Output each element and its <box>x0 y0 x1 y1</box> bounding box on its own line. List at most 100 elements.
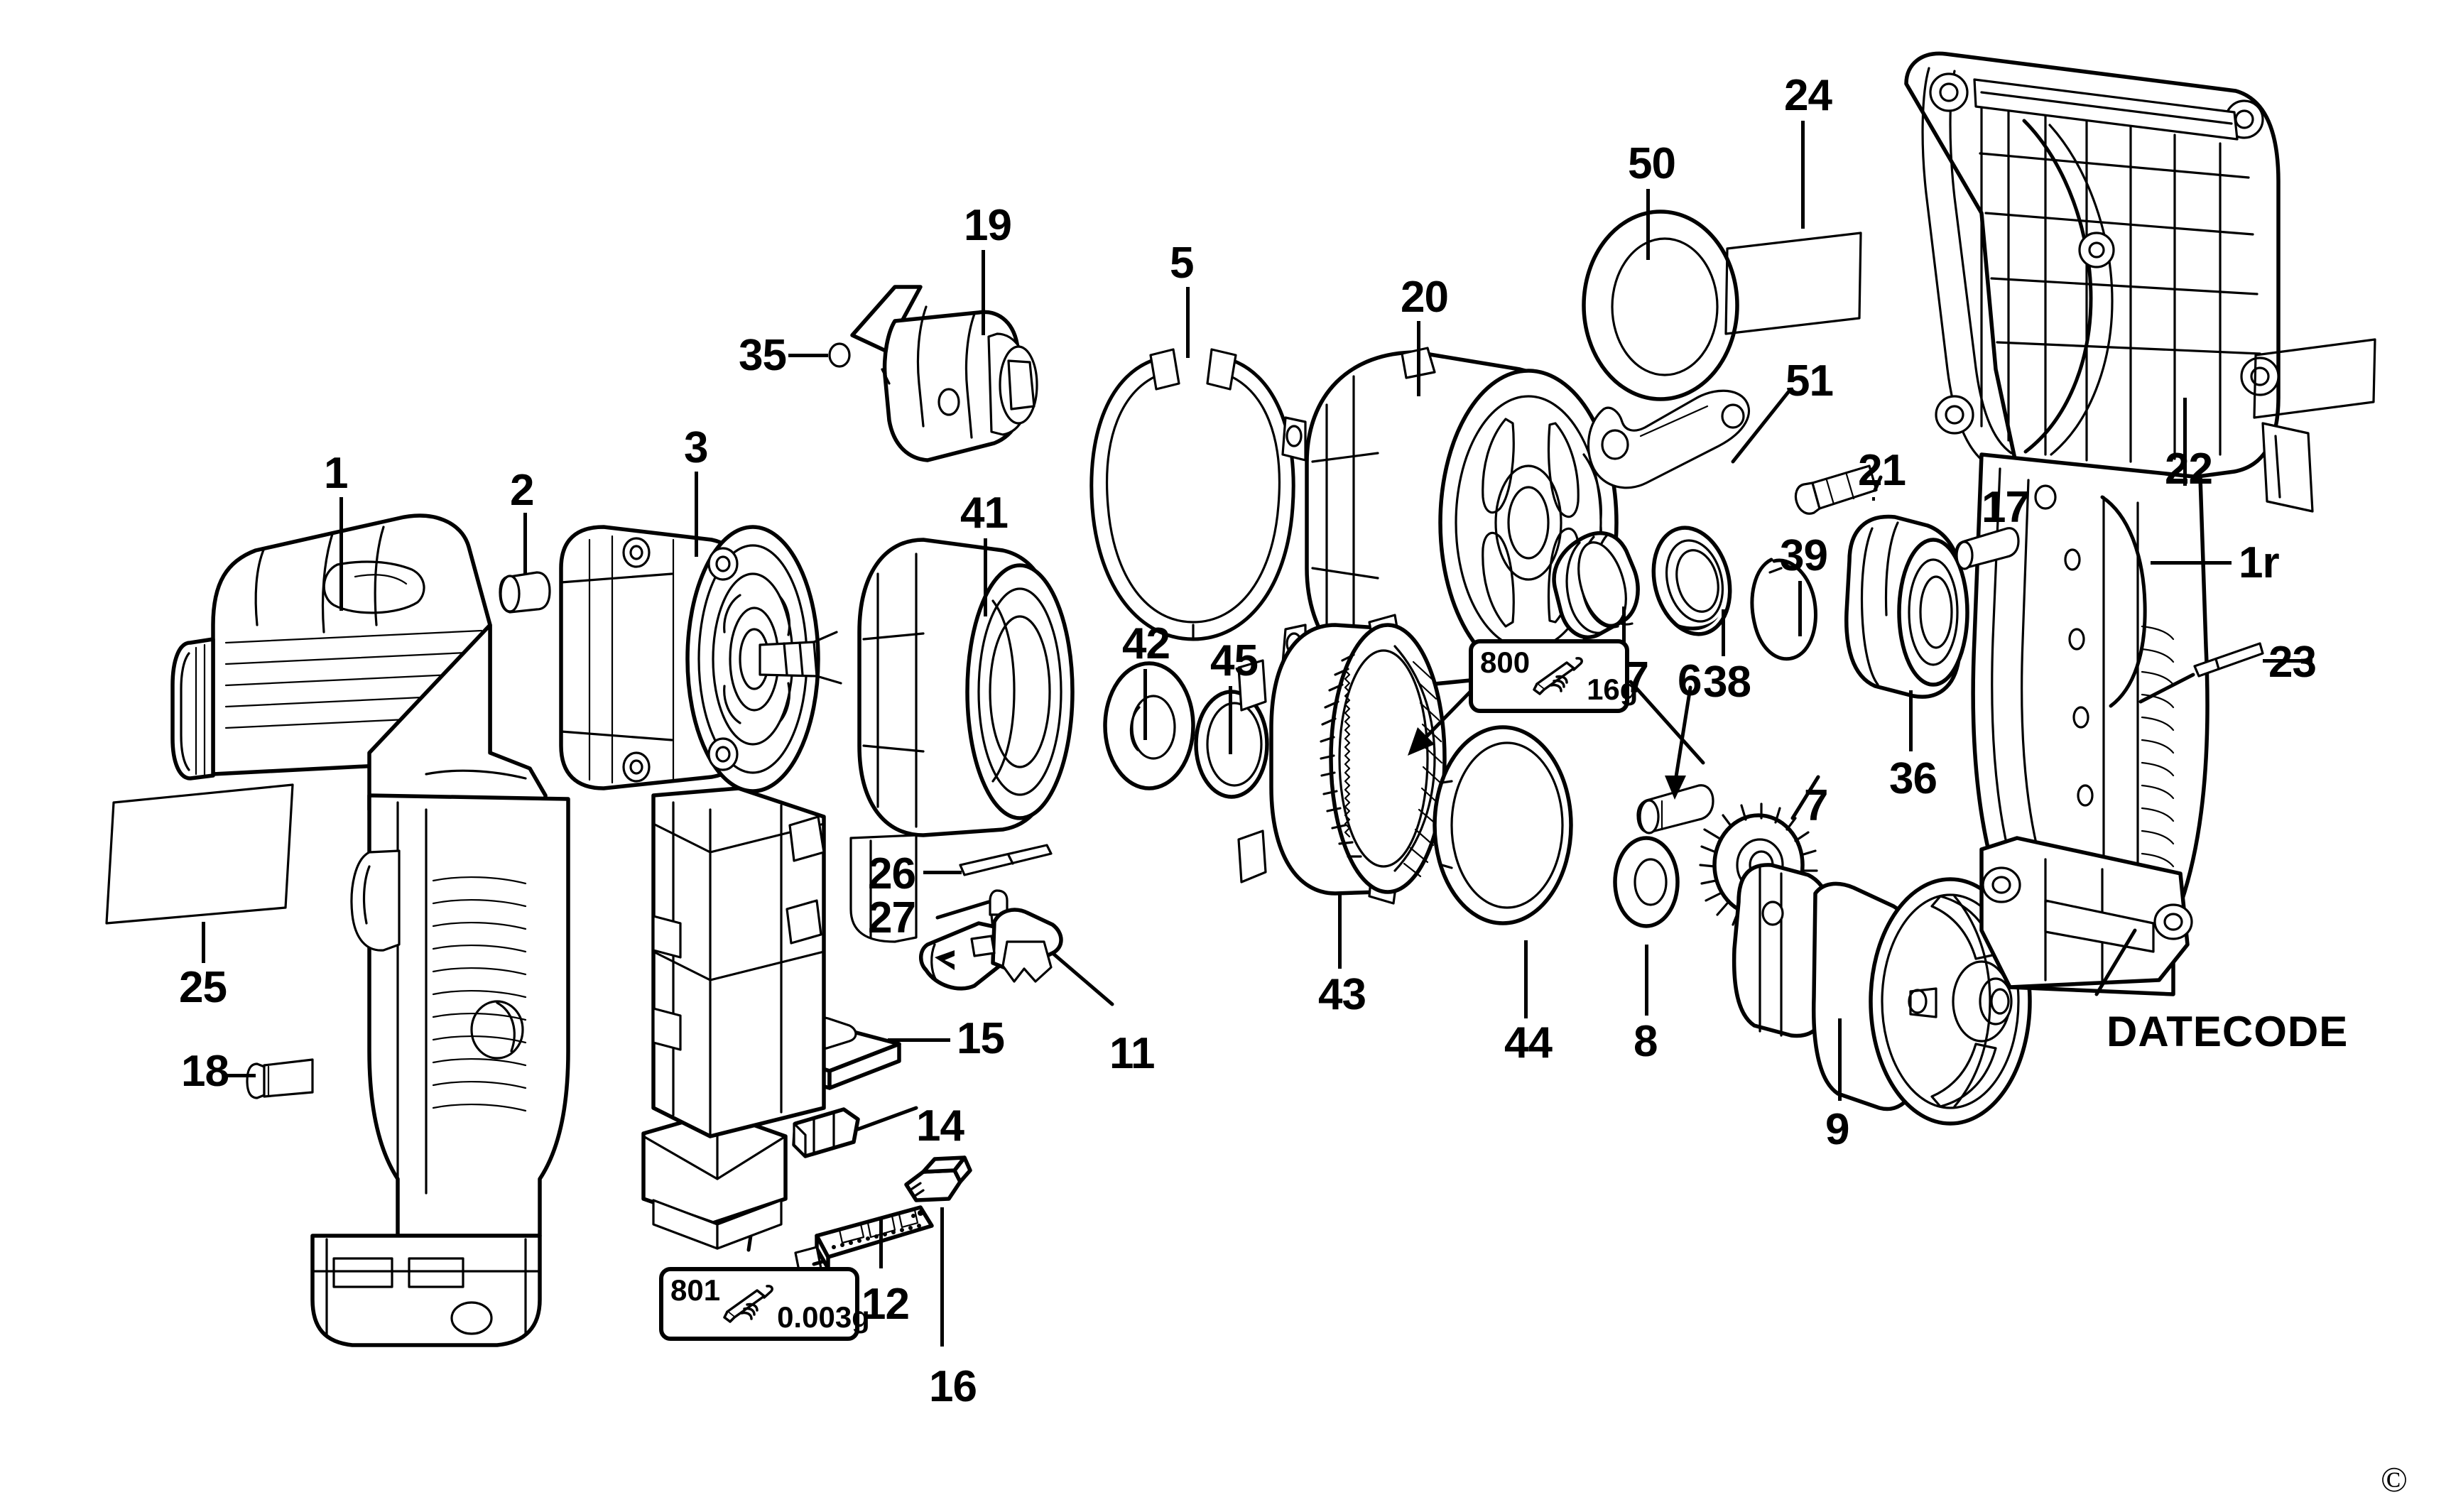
callout-25: 25 <box>179 963 227 1012</box>
callout-22: 22 <box>2165 445 2213 494</box>
part-39-retaining-ring <box>1752 560 1815 659</box>
leader-26 <box>923 871 962 874</box>
lube-amount-800: 16g <box>1587 673 1638 706</box>
leader-5 <box>1186 287 1190 358</box>
leader-19 <box>982 250 985 335</box>
callout-36: 36 <box>1889 754 1937 803</box>
callout-15: 15 <box>957 1014 1005 1063</box>
lube-amount-801: 0.003g <box>777 1300 870 1334</box>
callout-26: 26 <box>868 849 916 898</box>
callout-17: 17 <box>1982 483 2030 532</box>
part-35-ball <box>830 344 849 366</box>
callout-19: 19 <box>964 201 1012 250</box>
leader-37 <box>1622 607 1626 652</box>
copyright-mark: © <box>2381 1459 2408 1499</box>
callout-16: 16 <box>929 1362 977 1411</box>
callout-18: 18 <box>181 1047 229 1096</box>
leader-42 <box>1143 669 1147 740</box>
part-25-decal <box>107 785 293 923</box>
callout-23: 23 <box>2268 638 2317 687</box>
part-42-washer <box>1105 663 1193 788</box>
callout-11: 11 <box>1109 1029 1156 1078</box>
callout-9: 9 <box>1825 1105 1849 1154</box>
callout-7: 7 <box>1804 781 1828 830</box>
part-22-warning-label <box>2254 339 2375 418</box>
part-18-screw <box>247 1060 312 1098</box>
leader-9 <box>1838 1018 1842 1101</box>
callout-14: 14 <box>916 1102 964 1151</box>
leader-25 <box>202 922 205 963</box>
leader-50 <box>1646 189 1650 260</box>
callout-12: 12 <box>861 1280 910 1329</box>
datecode-label: DATECODE <box>2107 1008 2349 1055</box>
leader-15 <box>888 1038 950 1042</box>
callout-50: 50 <box>1628 139 1676 188</box>
callout-2: 2 <box>510 466 534 515</box>
lube-code-800: 800 <box>1480 646 1531 679</box>
leader-24 <box>1801 121 1805 229</box>
grease-gun-icon <box>723 1285 773 1323</box>
part-6-roll-pin <box>1638 785 1713 833</box>
part-51-lever <box>1588 391 1749 488</box>
callout-3: 3 <box>684 423 708 472</box>
leader-20 <box>1417 321 1420 396</box>
lube-code-801: 801 <box>670 1273 721 1307</box>
callout-44: 44 <box>1504 1018 1553 1067</box>
callout-27: 27 <box>868 893 916 942</box>
part-41-gear-cover <box>851 540 1072 942</box>
part-50-seal-ring <box>1584 212 1737 399</box>
callout-1: 1 <box>324 449 348 498</box>
callout-5: 5 <box>1170 239 1194 288</box>
part-38-bearing-race <box>1643 520 1741 643</box>
part-14-terminal-clip <box>794 1109 858 1156</box>
leader-22 <box>2183 398 2187 486</box>
leader-43 <box>1338 892 1342 969</box>
part-1r-housing-right <box>1906 53 2312 994</box>
part-17-dowel-pin <box>1956 528 2018 569</box>
leader-1-right <box>2151 561 2232 565</box>
leader-18 <box>227 1074 256 1077</box>
callout-38: 38 <box>1703 658 1751 707</box>
callout-43: 43 <box>1318 970 1366 1019</box>
part-2-bushing <box>500 572 550 612</box>
leader-21 <box>1872 497 1875 501</box>
leader-16 <box>940 1207 944 1347</box>
part-8-washer <box>1615 838 1678 926</box>
leader-41 <box>984 538 987 616</box>
lube-note-801: 801 0.003g <box>659 1267 870 1341</box>
callout-1-right: 1r <box>2239 538 2280 587</box>
callout-51: 51 <box>1785 357 1834 406</box>
leader-2 <box>523 513 527 575</box>
leader-38 <box>1722 609 1725 656</box>
part-3-motor <box>561 527 841 791</box>
leader-36 <box>1909 690 1913 751</box>
leader-12 <box>879 1217 883 1268</box>
callout-35: 35 <box>739 331 787 380</box>
lube-note-800: 800 16g <box>1469 639 1638 713</box>
part-11-shuttle <box>921 910 1061 989</box>
callout-39: 39 <box>1780 531 1828 580</box>
leader-44 <box>1524 940 1528 1018</box>
leader-3 <box>695 472 698 557</box>
callout-24: 24 <box>1784 71 1832 120</box>
part-23-grip-strip <box>2195 643 2263 676</box>
part-5-clip-ring <box>1092 349 1293 639</box>
callout-6: 6 <box>1678 656 1702 705</box>
part-36-bearing-sleeve <box>1847 517 1967 697</box>
leader-45 <box>1229 686 1232 754</box>
callout-45: 45 <box>1210 636 1259 685</box>
callout-8: 8 <box>1634 1017 1658 1066</box>
part-44-o-ring-large <box>1435 727 1571 923</box>
part-19-anvil <box>852 287 1037 460</box>
part-1-housing-left <box>173 516 568 1345</box>
part-16-led-module <box>906 1158 970 1200</box>
callout-42: 42 <box>1122 619 1170 668</box>
callout-20: 20 <box>1401 273 1449 322</box>
part-43-ring-gear <box>1239 615 1445 903</box>
callout-41: 41 <box>960 489 1009 538</box>
leader-35 <box>788 354 828 357</box>
callout-21: 21 <box>1858 446 1906 495</box>
leader-23 <box>2263 659 2312 663</box>
